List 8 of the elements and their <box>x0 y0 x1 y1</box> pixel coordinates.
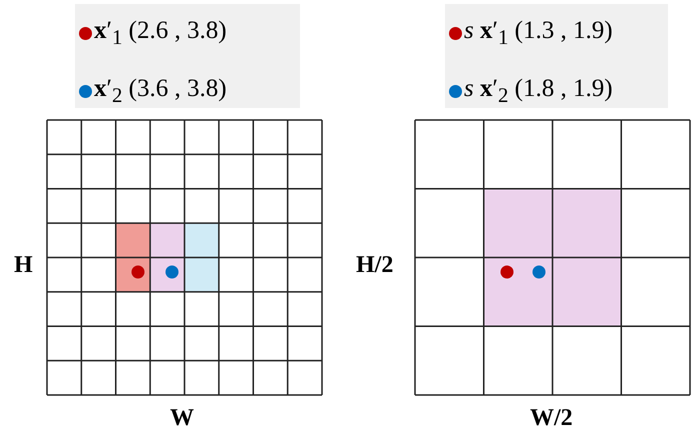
legend-label: x′$_{1}$ (2.6 , 3.8) <box>94 17 227 50</box>
legend-label: x′$_{2}$ (3.6 , 3.8) <box>94 75 227 108</box>
legend-label: s x′$_{2}$ (1.8 , 1.9) <box>464 75 613 108</box>
axis-label: W/2 <box>530 405 573 432</box>
legend-label: s x′$_{1}$ (1.3 , 1.9) <box>464 17 613 50</box>
axis-label: H/2 <box>356 252 394 279</box>
axis-label: H <box>14 252 33 279</box>
axis-label: W <box>170 405 194 432</box>
